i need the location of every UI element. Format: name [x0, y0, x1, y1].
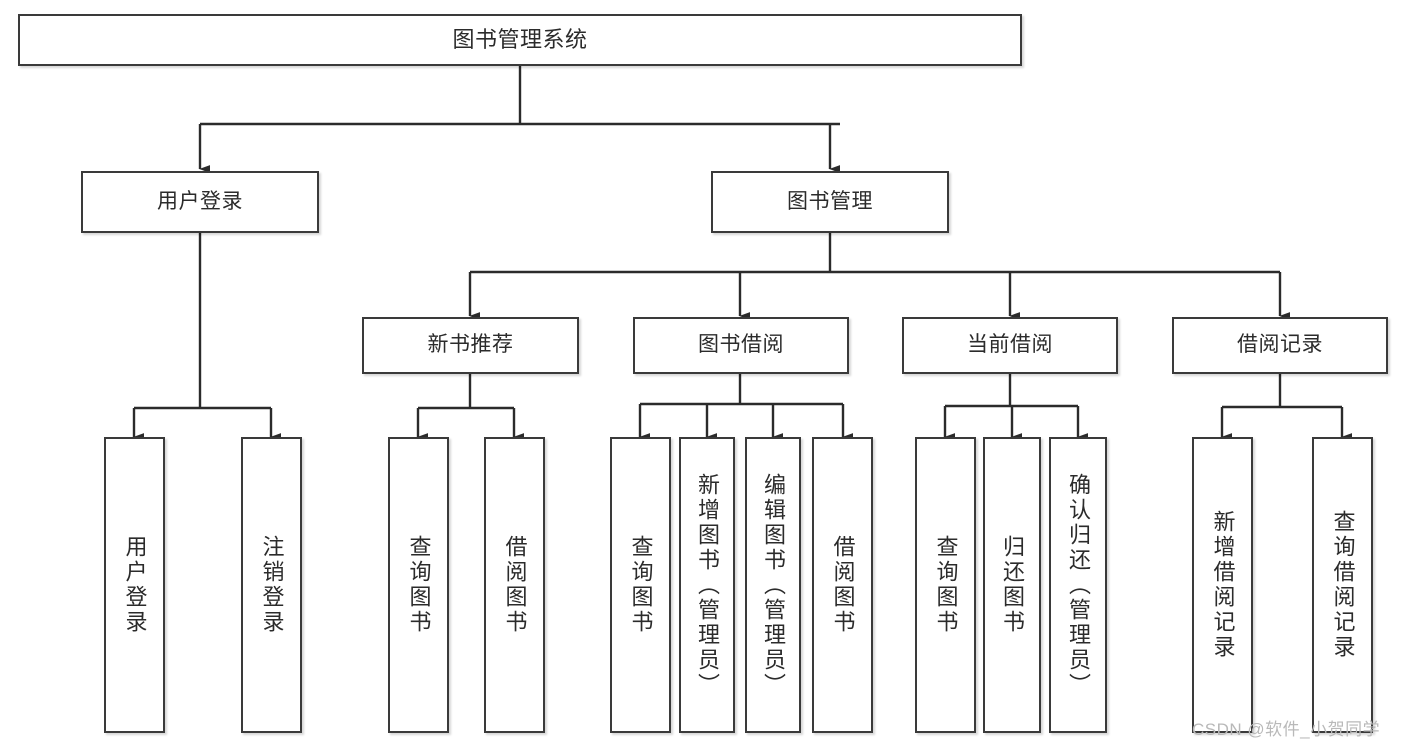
node-leaf-borrow-book-1-label: 借阅图书: [502, 535, 528, 635]
node-leaf-add-record[interactable]: 新增借阅记录: [1192, 437, 1253, 733]
node-current-borrow[interactable]: 当前借阅: [902, 317, 1118, 374]
node-leaf-return-book-label: 归还图书: [1000, 535, 1025, 635]
node-book-management-label: 图书管理: [787, 189, 873, 213]
node-leaf-add-record-label: 新增借阅记录: [1210, 510, 1236, 660]
node-leaf-query-book-2[interactable]: 查询图书: [610, 437, 671, 733]
node-borrow-record[interactable]: 借阅记录: [1172, 317, 1388, 374]
node-borrow-record-label: 借阅记录: [1237, 333, 1323, 357]
node-new-book-recommend-label: 新书推荐: [427, 333, 514, 357]
node-leaf-query-book-3-label: 查询图书: [933, 535, 959, 635]
node-leaf-return-book[interactable]: 归还图书: [983, 437, 1041, 733]
node-root-label: 图书管理系统: [452, 27, 588, 53]
node-leaf-query-book-1-label: 查询图书: [406, 535, 432, 635]
node-leaf-query-book-2-label: 查询图书: [628, 535, 654, 635]
node-leaf-borrow-book-2[interactable]: 借阅图书: [812, 437, 873, 733]
node-leaf-logout-login[interactable]: 注销登录: [241, 437, 302, 733]
node-leaf-add-book[interactable]: 新增图书（管理员）: [679, 437, 735, 733]
node-leaf-edit-book-label: 编辑图书（管理员）: [761, 472, 786, 698]
node-book-borrow[interactable]: 图书借阅: [633, 317, 849, 374]
node-leaf-add-book-label: 新增图书（管理员）: [695, 472, 720, 698]
node-leaf-user-login-label: 用户登录: [122, 535, 148, 635]
node-leaf-confirm-return[interactable]: 确认归还（管理员）: [1049, 437, 1107, 733]
node-leaf-borrow-book-2-label: 借阅图书: [830, 535, 856, 635]
watermark: CSDN @软件_小贺同学: [1192, 720, 1381, 739]
node-new-book-recommend[interactable]: 新书推荐: [362, 317, 579, 374]
node-current-borrow-label: 当前借阅: [967, 333, 1053, 357]
node-root[interactable]: 图书管理系统: [18, 14, 1022, 66]
node-leaf-query-record-label: 查询借阅记录: [1330, 510, 1356, 660]
node-leaf-edit-book[interactable]: 编辑图书（管理员）: [745, 437, 801, 733]
node-leaf-query-book-3[interactable]: 查询图书: [915, 437, 976, 733]
node-book-borrow-label: 图书借阅: [698, 333, 784, 357]
node-leaf-query-record[interactable]: 查询借阅记录: [1312, 437, 1373, 733]
node-user-login-label: 用户登录: [157, 189, 243, 213]
node-user-login[interactable]: 用户登录: [81, 171, 319, 233]
node-leaf-logout-login-label: 注销登录: [259, 535, 285, 635]
node-leaf-confirm-return-label: 确认归还（管理员）: [1066, 472, 1091, 698]
node-book-management[interactable]: 图书管理: [711, 171, 949, 233]
node-leaf-query-book-1[interactable]: 查询图书: [388, 437, 449, 733]
node-leaf-user-login[interactable]: 用户登录: [104, 437, 165, 733]
node-leaf-borrow-book-1[interactable]: 借阅图书: [484, 437, 545, 733]
